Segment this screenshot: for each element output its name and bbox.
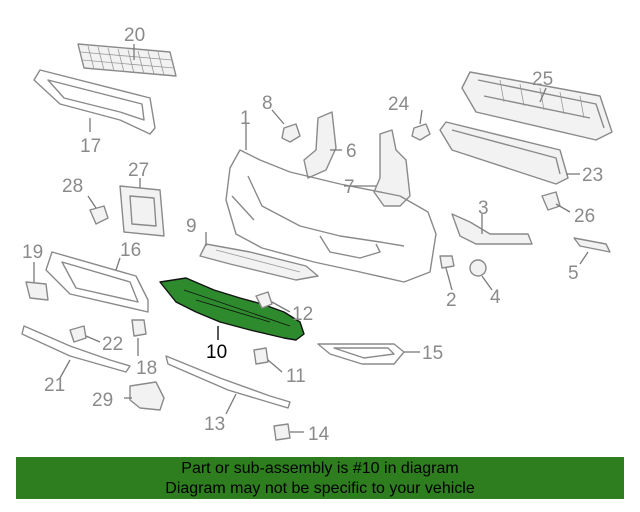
banner-line-disclaimer: Diagram may not be specific to your vehi… (165, 480, 475, 497)
callout-20: 20 (124, 25, 145, 46)
callout-10-highlighted: 10 (206, 342, 227, 363)
part-21-molding (21, 325, 131, 373)
callout-5: 5 (568, 263, 579, 284)
fasteners (69, 123, 561, 441)
callout-17: 17 (80, 136, 101, 157)
part-19-sensor (25, 281, 49, 301)
part-1-bumper-face (225, 149, 437, 283)
parts-diagram: 20 17 8 1 6 7 24 25 23 26 3 5 4 2 27 28 … (21, 25, 613, 445)
part-5-clip (573, 237, 611, 253)
leader-lines (33, 44, 589, 433)
callout-6: 6 (346, 141, 357, 162)
part-16-lower-grille (45, 251, 149, 313)
callout-1: 1 (240, 108, 251, 129)
callout-15: 15 (422, 343, 443, 364)
part-20-upper-grille (77, 43, 177, 77)
callout-8: 8 (262, 93, 273, 114)
info-banner: Part or sub-assembly is #10 in diagram D… (16, 457, 624, 499)
part-17-grille-frame (33, 69, 156, 135)
callout-19: 19 (22, 242, 43, 263)
part-23-absorber (439, 121, 569, 185)
callout-23: 23 (582, 165, 603, 186)
part-9-undercover (199, 243, 319, 281)
callout-12: 12 (292, 304, 313, 325)
callout-25: 25 (532, 69, 553, 90)
callout-18: 18 (136, 358, 157, 379)
part-3-side-bracket (451, 213, 533, 245)
part-15-fog-garnish (317, 343, 405, 365)
callout-28: 28 (62, 176, 83, 197)
callout-21: 21 (44, 375, 65, 396)
part-6-bracket (303, 111, 337, 179)
part-10-highlighted (159, 277, 305, 341)
callout-11: 11 (286, 366, 306, 387)
callout-2: 2 (446, 290, 457, 311)
callout-4: 4 (490, 287, 501, 308)
callout-29: 29 (92, 390, 113, 411)
part-25-reinforcement (461, 71, 613, 141)
callout-22: 22 (102, 334, 123, 355)
callout-7: 7 (344, 177, 355, 198)
callout-13: 13 (204, 414, 225, 435)
callout-27: 27 (128, 160, 149, 181)
callout-9: 9 (186, 216, 197, 237)
callout-3: 3 (478, 198, 489, 219)
callout-14: 14 (308, 424, 330, 445)
callout-24: 24 (388, 94, 410, 115)
part-13-molding (165, 355, 291, 409)
callout-16: 16 (120, 240, 141, 261)
callout-26: 26 (574, 206, 595, 227)
part-27-license-bracket (119, 185, 165, 237)
banner-line-part: Part or sub-assembly is #10 in diagram (181, 460, 459, 477)
part-29-bracket (129, 381, 165, 411)
part-7-bracket (373, 129, 411, 207)
